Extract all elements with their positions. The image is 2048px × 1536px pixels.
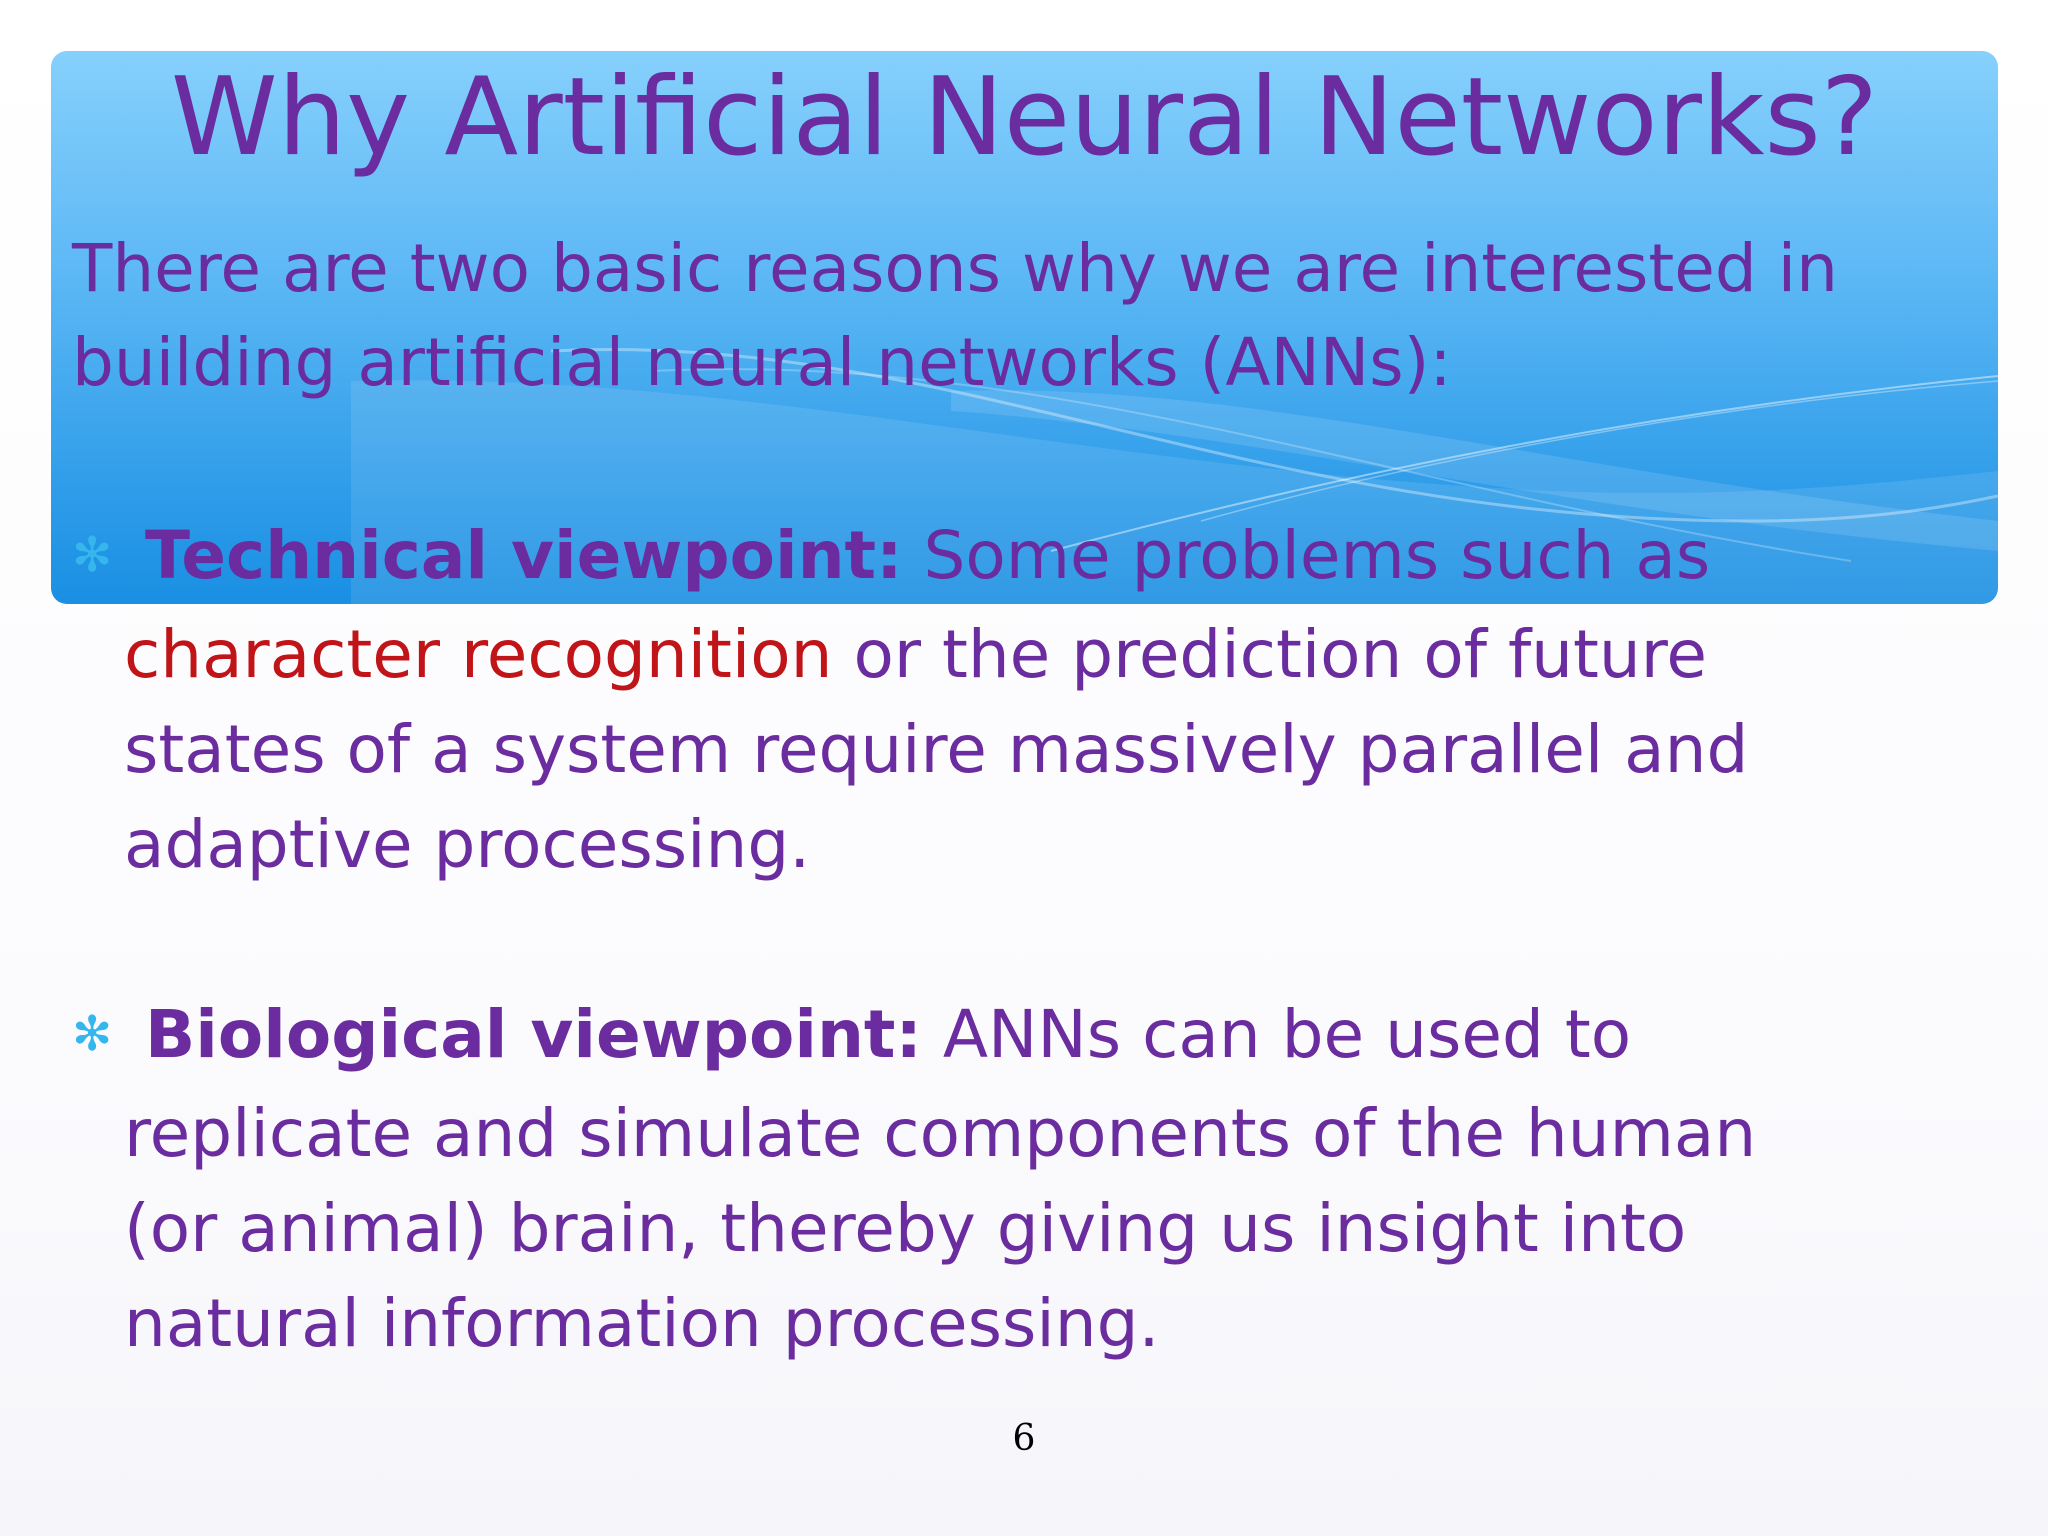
- header-band: [51, 51, 1998, 604]
- bullet-line: replicate and simulate components of the…: [124, 1095, 1757, 1173]
- bullet-biological: ✻ Biological viewpoint: ANNs can be used…: [72, 987, 1972, 1371]
- bullet-text: Some problems such as: [902, 517, 1711, 594]
- bullet-line: character recognition or the prediction …: [72, 607, 1972, 702]
- bullet-technical: ✻ Technical viewpoint: Some problems suc…: [72, 508, 1972, 892]
- bullet-text: ANNs can be used to: [921, 996, 1632, 1073]
- bullet-heading: Biological viewpoint:: [144, 996, 922, 1073]
- bullet-line: adaptive processing.: [124, 806, 811, 884]
- asterisk-icon: ✻: [72, 1006, 113, 1063]
- bullet-line: (or animal) brain, thereby giving us ins…: [124, 1190, 1687, 1268]
- bullet-line: states of a system require massively par…: [124, 711, 1749, 789]
- intro-line: building artificial neural networks (ANN…: [72, 324, 1452, 401]
- bullet-line: natural information processing.: [124, 1285, 1160, 1363]
- asterisk-icon: ✻: [72, 527, 113, 584]
- wave-decoration: [351, 348, 1998, 604]
- bullet-text: or the prediction of future: [832, 616, 1708, 694]
- intro-text: There are two basic reasons why we are i…: [72, 222, 1972, 410]
- bullet-heading: Technical viewpoint:: [144, 517, 903, 594]
- highlighted-term: character recognition: [124, 616, 833, 694]
- intro-line: There are two basic reasons why we are i…: [72, 230, 1838, 307]
- bullet-first-line: ✻ Technical viewpoint: Some problems suc…: [72, 508, 1972, 607]
- page-number: 6: [1012, 1418, 1036, 1459]
- bullet-first-line: ✻ Biological viewpoint: ANNs can be used…: [72, 987, 1972, 1086]
- slide-title: Why Artificial Neural Networks?: [170, 55, 1879, 180]
